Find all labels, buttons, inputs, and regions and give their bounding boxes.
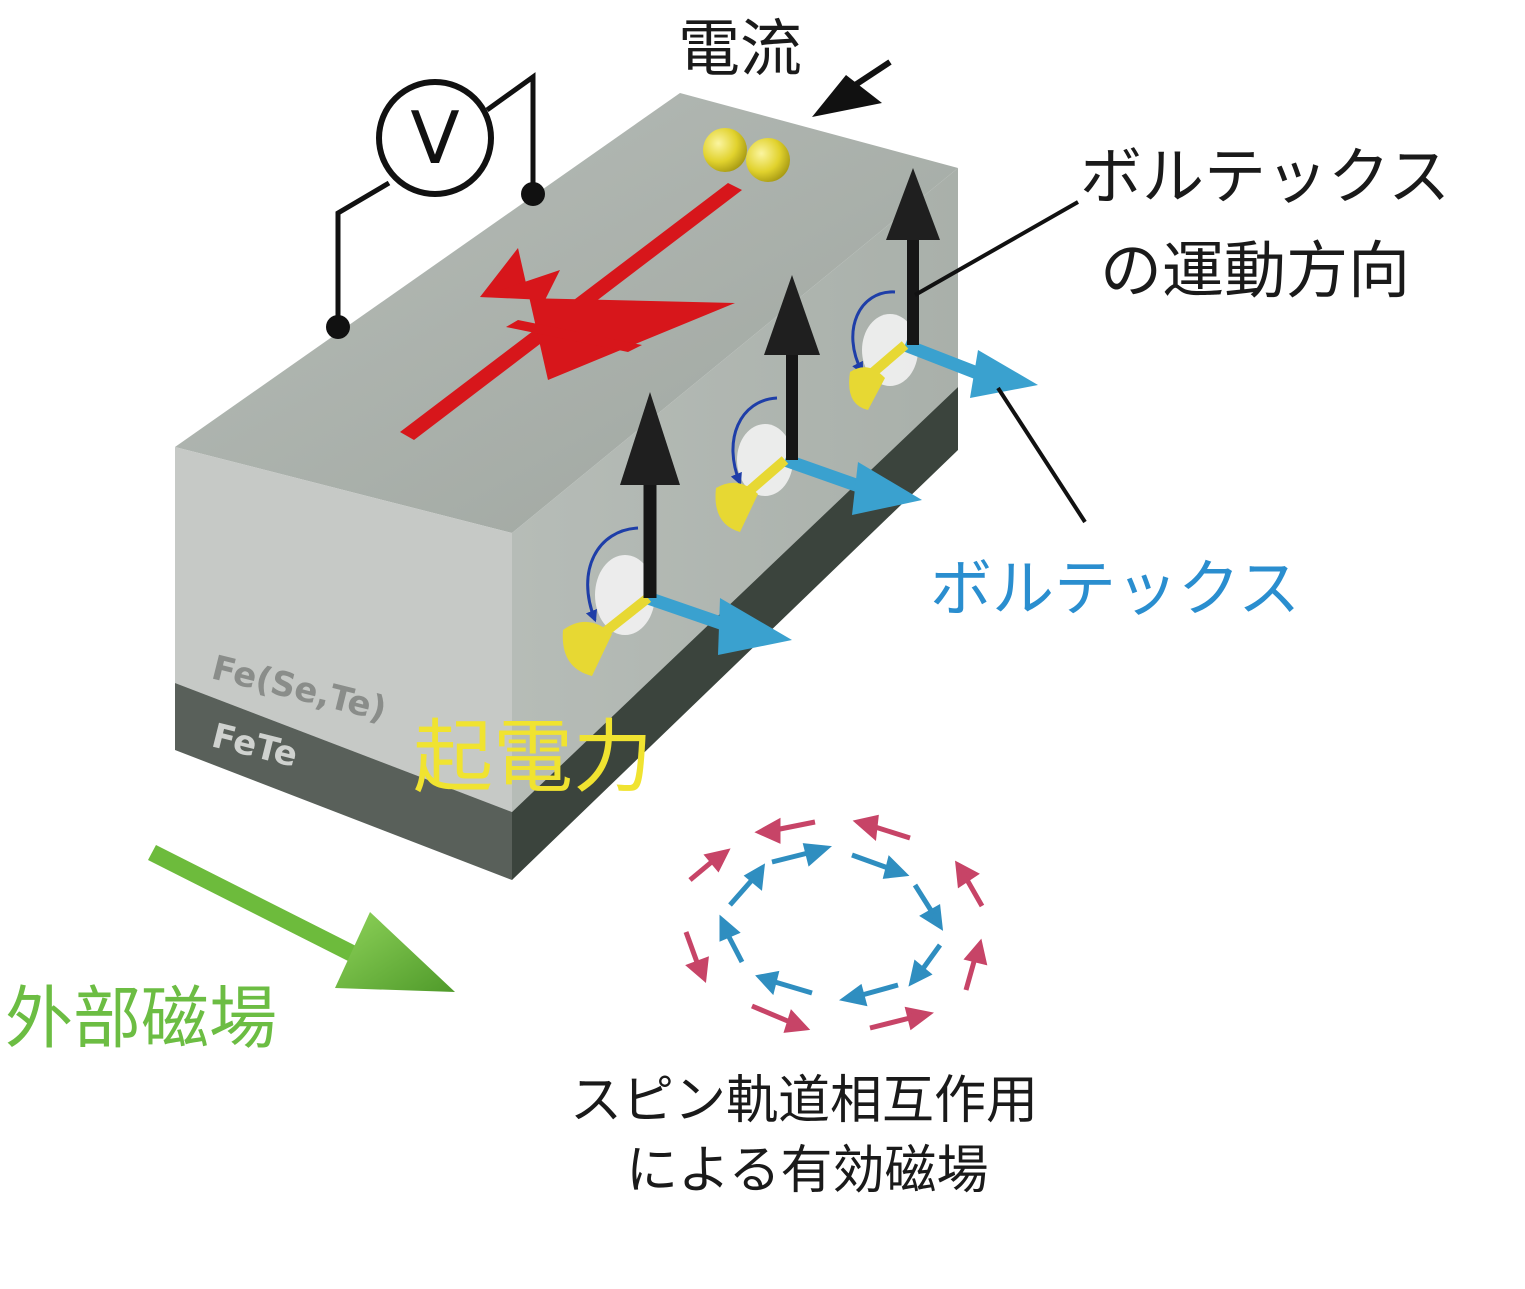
soc-outer-ring	[683, 814, 988, 1033]
electron-pair-icon	[703, 128, 790, 182]
label-vortex-motion-line2: の運動方向	[1100, 234, 1410, 307]
external-field-arrow	[148, 845, 455, 992]
vortex-3	[849, 168, 1038, 410]
label-soc-line1: スピン軌道相互作用	[570, 1071, 1038, 1131]
voltmeter-circuit	[335, 72, 536, 326]
diode-icon	[400, 183, 742, 440]
vortex-2	[715, 275, 922, 532]
label-vortex-motion-line1: ボルテックス	[1080, 140, 1450, 213]
block-front-face	[175, 447, 512, 812]
label-vortex: ボルテックス	[930, 552, 1300, 625]
label-current: 電流	[678, 12, 802, 85]
callout-line-vortex-motion	[914, 200, 1079, 297]
current-arrow	[812, 59, 892, 117]
voltmeter-label: V	[410, 96, 459, 180]
label-soc-line2: による有効磁場	[626, 1141, 988, 1201]
voltmeter-icon: V	[376, 79, 494, 197]
terminal-right	[521, 182, 545, 206]
fete-front-face	[175, 683, 512, 880]
soc-inner-ring	[719, 843, 944, 1007]
terminal-left	[326, 315, 350, 339]
vortex-1	[562, 392, 792, 676]
callout-line-vortex	[996, 386, 1087, 524]
soc-field-rings	[683, 814, 988, 1033]
label-emf: 起電力	[413, 711, 653, 804]
label-external-field: 外部磁場	[5, 980, 277, 1059]
